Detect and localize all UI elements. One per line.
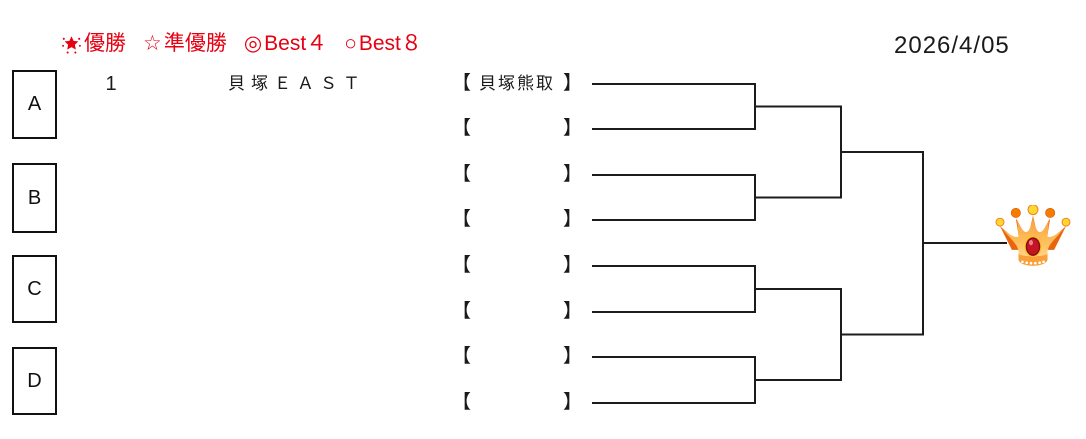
seed-team-name: 貝塚ＥＡＳＴ	[228, 74, 366, 93]
legend-label-best8: Best８	[358, 32, 422, 55]
close-bracket: 】	[562, 392, 582, 413]
block-box-d: D	[12, 347, 57, 415]
open-bracket: 【	[452, 392, 472, 413]
open-bracket: 【	[452, 301, 472, 322]
block-label-c: C	[27, 277, 42, 300]
close-bracket: 】	[562, 164, 582, 185]
open-bracket: 【	[452, 209, 472, 230]
bracket-slot-6: 【 】	[452, 299, 582, 325]
close-bracket: 】	[562, 73, 582, 94]
legend-item-best4: ◎ Best４	[244, 31, 327, 57]
block-box-a: A	[12, 70, 57, 139]
legend-label-champion: 優勝	[84, 32, 126, 55]
open-bracket: 【	[452, 346, 472, 367]
double-circle-icon: ◎	[243, 32, 263, 55]
star-outline-icon: ☆	[143, 32, 162, 55]
date: 2026/4/05	[894, 32, 1010, 59]
open-bracket: 【	[452, 118, 472, 139]
block-label-d: D	[27, 369, 42, 392]
block-label-a: A	[27, 93, 42, 115]
bracket-slot-3: 【 】	[452, 162, 582, 188]
close-bracket: 】	[562, 255, 582, 276]
block-box-b: B	[12, 163, 57, 233]
legend-label-runner-up: 準優勝	[163, 32, 227, 55]
circle-icon: ○	[344, 32, 357, 55]
open-bracket: 【	[452, 73, 472, 94]
block-label-b: B	[27, 186, 42, 209]
close-bracket: 】	[562, 209, 582, 230]
legend-item-champion: 優勝	[61, 31, 126, 57]
close-bracket: 】	[562, 301, 582, 322]
bracket-slot-5: 【 】	[452, 253, 582, 279]
open-bracket: 【	[452, 255, 472, 276]
legend: 優勝 ☆ 準優勝 ◎ Best４ ○ Best８	[61, 31, 422, 57]
legend-item-best8: ○ Best８	[344, 31, 422, 57]
legend-item-runner-up: ☆ 準優勝	[143, 31, 227, 57]
bracket-slot-8: 【 】	[452, 390, 582, 416]
close-bracket: 】	[562, 346, 582, 367]
legend-label-best4: Best４	[264, 32, 328, 55]
bracket-slot-2: 【 】	[452, 116, 582, 142]
open-bracket: 【	[452, 164, 472, 185]
close-bracket: 】	[562, 118, 582, 139]
bracket-slot-1: 【 貝塚熊取 】	[452, 71, 582, 97]
flower-burst-icon	[62, 35, 81, 54]
bracket-slot-7: 【 】	[452, 344, 582, 370]
bracket-slot-4: 【 】	[452, 207, 582, 233]
block-box-c: C	[12, 255, 57, 323]
slot-team-name-1: 貝塚熊取	[479, 74, 555, 93]
crown-icon	[995, 205, 1071, 266]
seed-number: 1	[105, 73, 117, 95]
